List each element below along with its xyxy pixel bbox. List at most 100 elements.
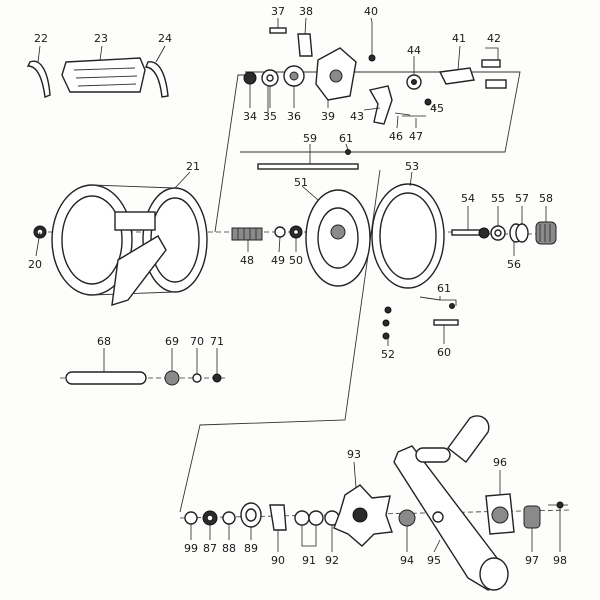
shaft-68	[65, 371, 147, 385]
callout-71: 71	[210, 335, 224, 348]
leader-46	[396, 115, 399, 129]
leader-43	[363, 107, 381, 111]
callout-61-lower: 61	[437, 282, 451, 295]
frame-crossbar	[114, 211, 156, 231]
leader-21	[174, 171, 191, 189]
bottom-drive	[184, 415, 568, 591]
screws-52	[382, 306, 392, 340]
screw-98-head	[556, 501, 564, 509]
callout-39: 39	[321, 110, 335, 123]
clip-61-lower	[449, 303, 455, 309]
bearing-87-bore	[206, 514, 214, 522]
screw-52c	[382, 332, 390, 340]
spring-42b	[485, 79, 507, 89]
callout-36: 36	[287, 110, 301, 123]
guide-long-drop	[179, 169, 381, 513]
callout-21: 21	[186, 160, 200, 173]
reel-frame-21	[33, 184, 208, 306]
callout-40: 40	[364, 5, 378, 18]
shaft-59	[257, 149, 359, 170]
callout-54: 54	[461, 192, 475, 205]
callout-97: 97	[525, 554, 539, 567]
callout-70: 70	[190, 335, 204, 348]
pawl-43	[368, 85, 393, 125]
cap-58-knurl	[539, 224, 551, 242]
shaft-59-body	[257, 163, 359, 170]
callout-69: 69	[165, 335, 179, 348]
leader-61b	[439, 296, 457, 306]
cover-ring-53-inner	[379, 192, 437, 280]
spool-48	[231, 227, 263, 241]
pin-37	[269, 27, 287, 34]
leader-49	[278, 236, 281, 253]
ring-99	[184, 511, 198, 525]
callout-53: 53	[405, 160, 419, 173]
leader-23	[99, 45, 103, 61]
screw-52b	[382, 319, 390, 327]
washer-91b	[308, 510, 324, 526]
clip-45	[424, 98, 432, 106]
callout-92: 92	[325, 554, 339, 567]
handle-knob-bottom	[479, 557, 509, 591]
callout-96: 96	[493, 456, 507, 469]
ring-49	[274, 226, 286, 238]
top-mechanism	[243, 22, 507, 125]
callout-88: 88	[222, 542, 236, 555]
spool-48-ridges	[237, 228, 257, 240]
leader-41	[457, 45, 461, 71]
callout-leaders	[35, 17, 561, 553]
bearing-50-bore	[292, 228, 300, 236]
clip-61-top	[345, 149, 351, 155]
pin-46	[394, 112, 411, 116]
leader-24	[155, 45, 166, 63]
callout-23: 23	[94, 32, 108, 45]
spring-90	[269, 504, 287, 531]
callout-99: 99	[184, 542, 198, 555]
callout-95: 95	[427, 554, 441, 567]
washer-70	[192, 373, 202, 383]
collar-89-bore	[245, 508, 257, 522]
plate-96-hub	[491, 506, 509, 524]
leader-45	[431, 105, 437, 109]
leader-20	[35, 231, 41, 257]
guide-61-bracket	[419, 296, 441, 301]
callout-55: 55	[491, 192, 505, 205]
callout-labels: 20 21 22 23 24 34 35 36 37 38 39 40 41 4…	[28, 5, 567, 567]
leader-61a	[345, 143, 349, 151]
callout-47: 47	[409, 130, 423, 143]
star-drag-93-hub	[352, 507, 368, 523]
leader-53	[409, 171, 413, 187]
block-39-bore	[329, 69, 343, 83]
bearing-34	[243, 71, 257, 85]
callout-93: 93	[347, 448, 361, 461]
callout-94: 94	[400, 554, 414, 567]
cap-58	[535, 221, 557, 245]
spring-42a	[481, 59, 501, 68]
callout-22: 22	[34, 32, 48, 45]
callout-68: 68	[97, 335, 111, 348]
leader-51	[301, 185, 319, 201]
callout-57: 57	[515, 192, 529, 205]
reel-foot	[111, 235, 167, 306]
callout-41: 41	[452, 32, 466, 45]
callout-90: 90	[271, 554, 285, 567]
thumb-bar-23	[61, 57, 146, 93]
callout-98: 98	[553, 554, 567, 567]
callout-35: 35	[263, 110, 277, 123]
callout-56: 56	[507, 258, 521, 271]
clip-71	[212, 373, 222, 383]
callout-61-top: 61	[339, 132, 353, 145]
callout-89: 89	[244, 542, 258, 555]
handle-knob-stem	[415, 447, 451, 463]
callout-44: 44	[407, 44, 421, 57]
guide-upper-box	[240, 71, 521, 153]
callout-37: 37	[271, 5, 285, 18]
guide-upper-left	[214, 74, 255, 233]
callout-51: 51	[294, 176, 308, 189]
handle-arm-95-bore	[432, 511, 444, 523]
leader-22	[37, 45, 41, 63]
mid-assembly	[231, 183, 459, 340]
washer-88	[222, 511, 236, 525]
callout-42: 42	[487, 32, 501, 45]
